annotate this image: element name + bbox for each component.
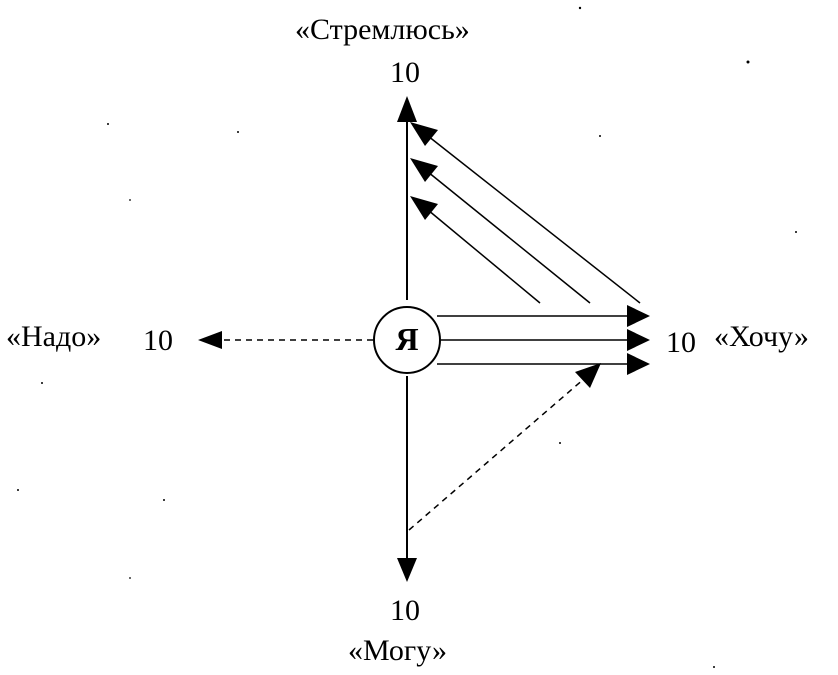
center-circle: [373, 306, 441, 374]
top-axis-label: «Стремлюсь»: [295, 13, 470, 46]
arrowhead-right-2: [627, 329, 650, 351]
diagonal-arrowhead-2: [410, 158, 438, 182]
scan-speckles: [17, 6, 797, 668]
diagonal-arrowhead-3: [410, 196, 438, 220]
right-axis-label: «Хочу»: [714, 320, 809, 353]
bottom-axis-label: «Могу»: [348, 634, 447, 667]
left-axis-value: 10: [143, 324, 173, 357]
left-axis-label: «Надо»: [6, 320, 102, 353]
diagonal-dashed-arrowhead: [575, 363, 601, 388]
diagonal-dashed-arrow-line: [408, 377, 586, 531]
top-axis-value: 10: [390, 56, 420, 89]
arrowhead-top: [397, 96, 417, 122]
diagonal-arrow-1-line: [427, 135, 641, 304]
diagonal-arrow-2-line: [427, 171, 591, 304]
arrowhead-bottom: [397, 558, 417, 582]
arrowhead-right-1: [627, 305, 650, 327]
bottom-axis-value: 10: [390, 594, 420, 627]
center-label-self: Я: [395, 320, 419, 357]
arrowhead-left: [198, 331, 222, 349]
diagonal-arrow-3-line: [427, 209, 541, 304]
arrowhead-right-3: [627, 353, 650, 375]
right-axis-value: 10: [666, 326, 696, 359]
diagonal-arrowhead-1: [410, 122, 438, 146]
